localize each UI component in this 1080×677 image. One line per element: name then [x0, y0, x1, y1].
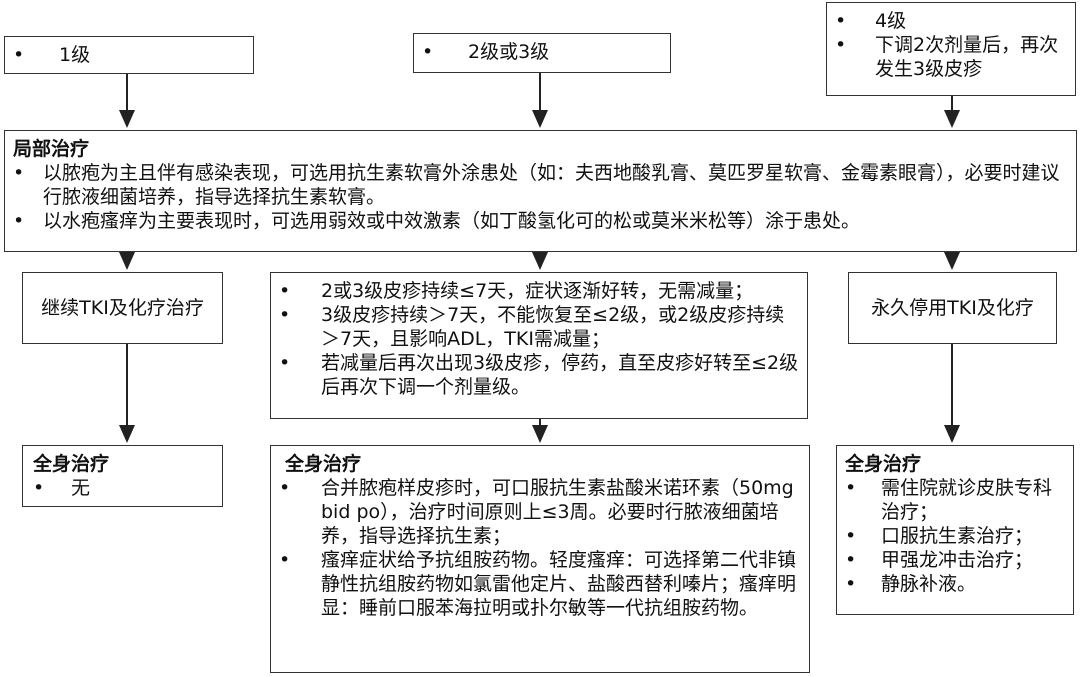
- local-treatment-item: 以脓疱为主且伴有感染表现，可选用抗生素软膏外涂患处（如：夫西地酸乳膏、莫匹罗星软…: [13, 161, 1068, 209]
- local-treatment-box: 局部治疗 以脓疱为主且伴有感染表现，可选用抗生素软膏外涂患处（如：夫西地酸乳膏、…: [4, 130, 1077, 252]
- dose-adjustment-item: 3级皮疹持续＞7天，不能恢复至≤2级，或2级皮疹持续＞7天，且影响ADL，TKI…: [279, 303, 799, 351]
- grade-2-3-label: 2级或3级: [422, 40, 662, 64]
- dose-adjustment-box: 2或3级皮疹持续≤7天，症状逐渐好转，无需减量； 3级皮疹持续＞7天，不能恢复至…: [270, 272, 808, 419]
- stop-tki-text: 永久停用TKI及化疗: [871, 297, 1034, 319]
- systemic-right-item: 口服抗生素治疗；: [845, 524, 1065, 548]
- dose-adjustment-item: 2或3级皮疹持续≤7天，症状逐渐好转，无需减量；: [279, 279, 799, 303]
- systemic-treatment-middle-box: 全身治疗 合并脓疱样皮疹时，可口服抗生素盐酸米诺环素（50mg bid po），…: [270, 445, 810, 673]
- grade-1-box: 1级: [4, 36, 254, 74]
- systemic-middle-item: 合并脓疱样皮疹时，可口服抗生素盐酸米诺环素（50mg bid po），治疗时间原…: [279, 476, 801, 548]
- systemic-treatment-right-box: 全身治疗 需住院就诊皮肤专科治疗； 口服抗生素治疗； 甲强龙冲击治疗； 静脉补液…: [836, 445, 1074, 615]
- grade-4-condition: 下调2次剂量后，再次发生3级皮疹: [835, 33, 1067, 81]
- grade-4-label: 4级: [835, 9, 1067, 33]
- systemic-middle-item: 瘙痒症状给予抗组胺药物。轻度瘙痒：可选择第二代非镇静性抗组胺药物如氯雷他定片、盐…: [279, 548, 801, 620]
- grade-4-box: 4级 下调2次剂量后，再次发生3级皮疹: [826, 2, 1076, 96]
- continue-tki-text: 继续TKI及化疗治疗: [41, 297, 204, 319]
- systemic-treatment-left-box: 全身治疗 无: [22, 445, 223, 507]
- systemic-right-item: 甲强龙冲击治疗；: [845, 548, 1065, 572]
- local-treatment-item: 以水疱瘙痒为主要表现时，可选用弱效或中效激素（如丁酸氢化可的松或莫米米松等）涂于…: [13, 209, 1068, 233]
- systemic-left-title: 全身治疗: [33, 453, 110, 475]
- systemic-right-item: 需住院就诊皮肤专科治疗；: [845, 476, 1065, 524]
- dose-adjustment-item: 若减量后再次出现3级皮疹，停药，直至皮疹好转至≤2级后再次下调一个剂量级。: [279, 351, 799, 399]
- grade-2-3-box: 2级或3级: [413, 33, 671, 73]
- local-treatment-title: 局部治疗: [13, 138, 90, 160]
- stop-tki-box: 永久停用TKI及化疗: [848, 272, 1057, 344]
- systemic-right-title: 全身治疗: [845, 453, 922, 475]
- continue-tki-box: 继续TKI及化疗治疗: [22, 272, 223, 344]
- systemic-middle-title: 全身治疗: [285, 453, 362, 475]
- grade-1-label: 1级: [13, 43, 245, 67]
- systemic-right-item: 静脉补液。: [845, 572, 1065, 596]
- systemic-left-item: 无: [33, 476, 212, 500]
